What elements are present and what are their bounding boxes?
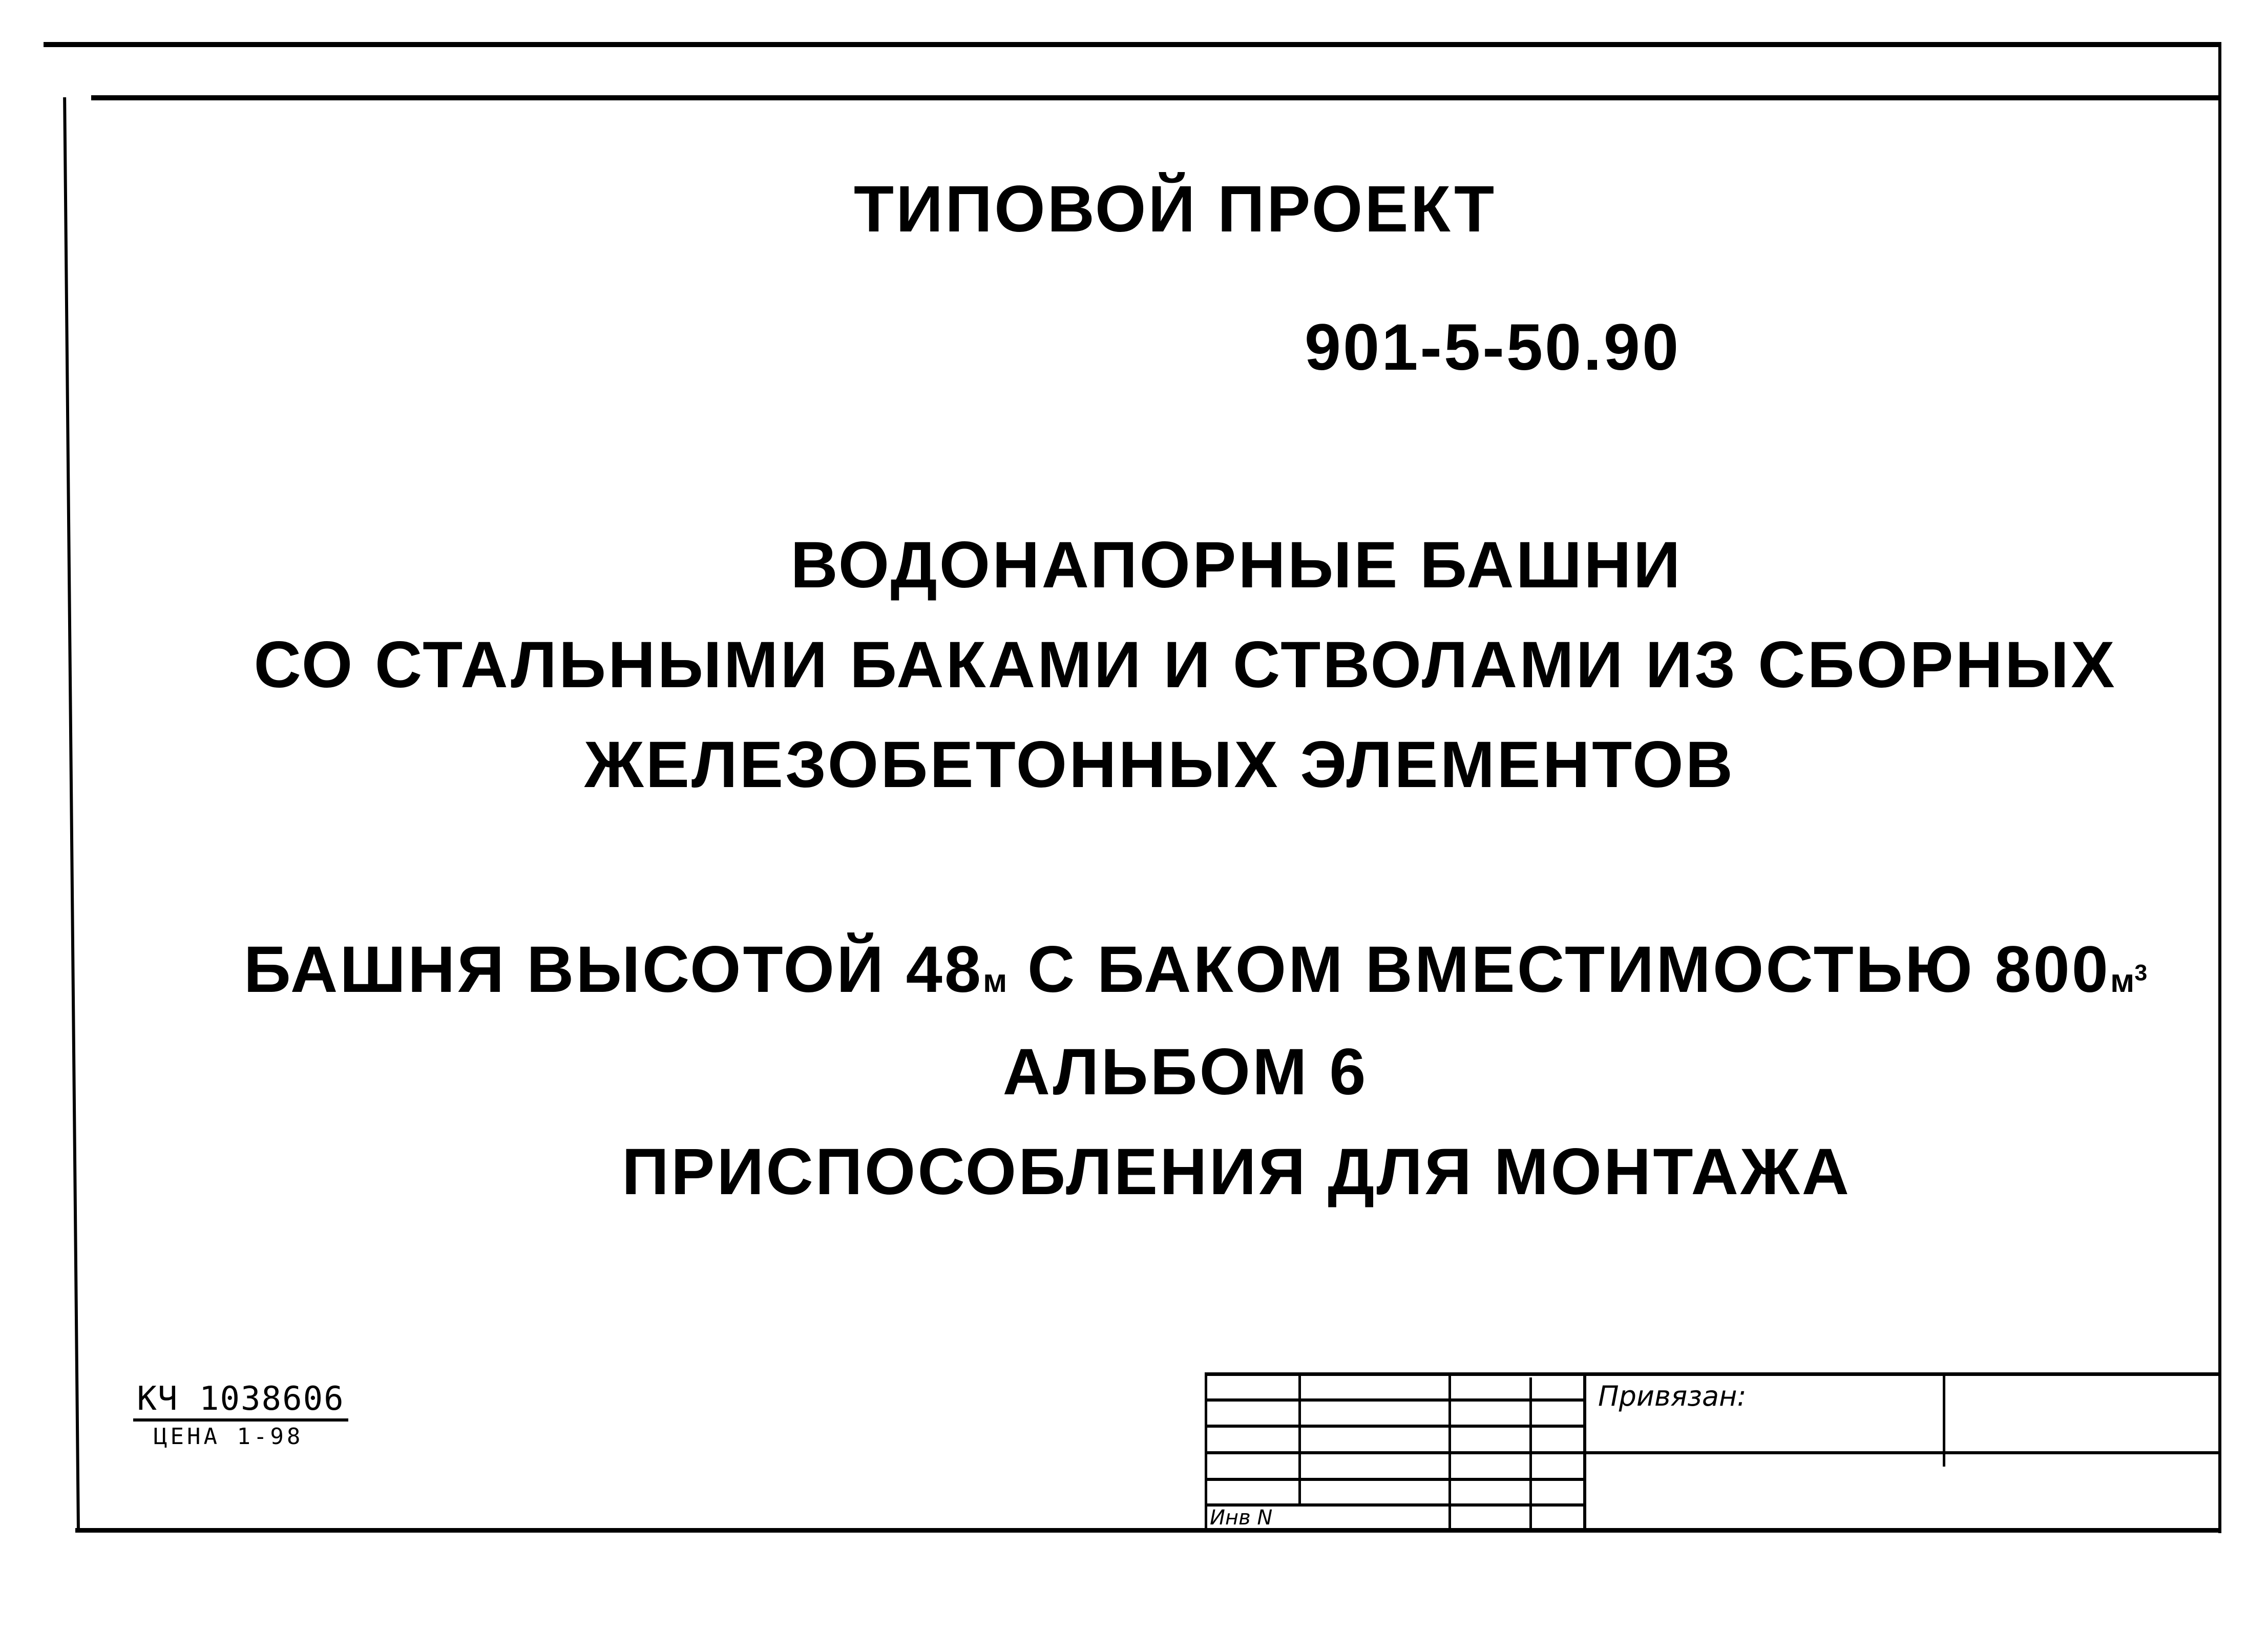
project-number: 901-5-50.90 [1304,311,1681,384]
document-header: ТИПОВОЙ ПРОЕКТ [853,173,1497,246]
grid-col-line-0 [1205,1372,1207,1531]
unit-m3-exponent: 3 [2134,960,2148,986]
grid-col-line-4 [1583,1374,1586,1531]
frame-right-border [2218,95,2221,1533]
title-line-2: СО СТАЛЬНЫМИ БАКАМИ И СТВОЛАМИ ИЗ СБОРНЫ… [254,628,2117,702]
title-line-3: ЖЕЛЕЗОБЕТОННЫХ ЭЛЕМЕНТОВ [584,728,1735,801]
grid-col-line-1 [1298,1372,1301,1504]
grid-row-line-5 [1205,1503,1584,1507]
grid-col-line-3 [1529,1377,1532,1531]
frame-left-border [63,97,80,1531]
unit-m3-base: м [2110,962,2135,999]
grid-row-line-3 [1205,1451,2221,1454]
title-block-top [1205,1372,2221,1376]
frame-top-border [91,95,2221,100]
title-line-1: ВОДОНАПОРНЫЕ БАШНИ [790,528,1683,602]
tower-spec-part1: БАШНЯ ВЫСОТОЙ 48 [243,933,983,1006]
inventory-number-label: Инв N [1210,1506,1273,1530]
album-label: АЛЬБОМ 6 [1002,1035,1368,1109]
tower-spec-part2: С БАКОМ ВМЕСТИМОСТЬЮ 800 [1007,933,2110,1006]
frame-bottom-border [75,1528,2221,1533]
price-label: ЦЕНА 1-98 [154,1424,304,1450]
grid-col-line-2 [1448,1374,1451,1531]
bound-label: Привязан: [1598,1380,1747,1412]
album-subject: ПРИСПОСОБЛЕНИЯ ДЛЯ МОНТАЖА [621,1135,1852,1208]
catalog-stamp: КЧ 1038606 ЦЕНА 1-98 [133,1383,348,1448]
grid-row-line-4 [1205,1478,1584,1481]
grid-row-line-1 [1205,1398,1584,1402]
bound-divider [1943,1374,1945,1467]
tower-specification: БАШНЯ ВЫСОТОЙ 48м С БАКОМ ВМЕСТИМОСТЬЮ 8… [0,937,2268,1003]
outer-right-connector [2218,42,2221,98]
grid-row-line-2 [1205,1425,1584,1428]
outer-top-border [44,42,2221,47]
unit-cubic-meters: м3 [2110,960,2148,999]
catalog-code: КЧ 1038606 [133,1383,348,1422]
unit-meters: м [983,962,1007,999]
